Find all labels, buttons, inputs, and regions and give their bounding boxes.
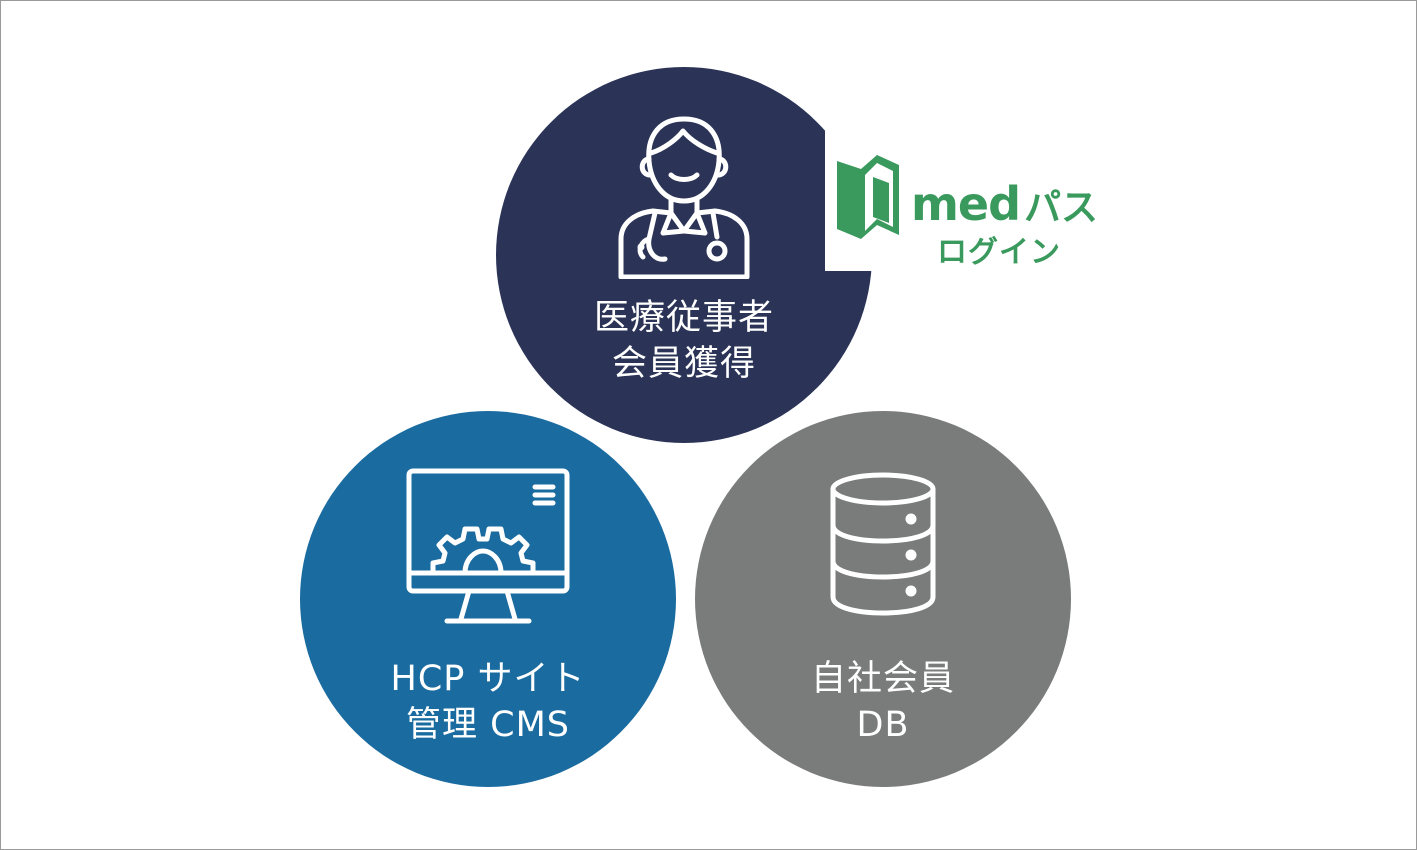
label-line: 自社会員 xyxy=(810,659,955,699)
medpass-logo-mark xyxy=(837,155,899,239)
label-line: 医療従事者 xyxy=(593,298,774,338)
logo-pass-text: パス xyxy=(1024,186,1099,229)
monitor-gear-icon xyxy=(406,468,570,624)
cms-circle: HCP サイト 管理 CMS xyxy=(300,411,676,787)
label-line: HCP サイト xyxy=(390,659,586,699)
member-db-circle: 自社会員 DB xyxy=(695,411,1071,787)
hcp-acquisition-label: 医療従事者 会員獲得 xyxy=(496,295,872,387)
database-icon xyxy=(830,472,936,616)
label-line: 管理 CMS xyxy=(406,705,570,745)
logo-login-text: ログイン xyxy=(937,235,1061,270)
label-line: DB xyxy=(856,705,910,745)
doctor-icon xyxy=(618,116,750,279)
member-db-label: 自社会員 DB xyxy=(695,656,1071,748)
label-line: 会員獲得 xyxy=(611,344,756,384)
cms-label: HCP サイト 管理 CMS xyxy=(300,656,676,748)
logo-med-text: med xyxy=(911,177,1021,231)
hcp-acquisition-circle: 医療従事者 会員獲得 xyxy=(496,67,872,443)
